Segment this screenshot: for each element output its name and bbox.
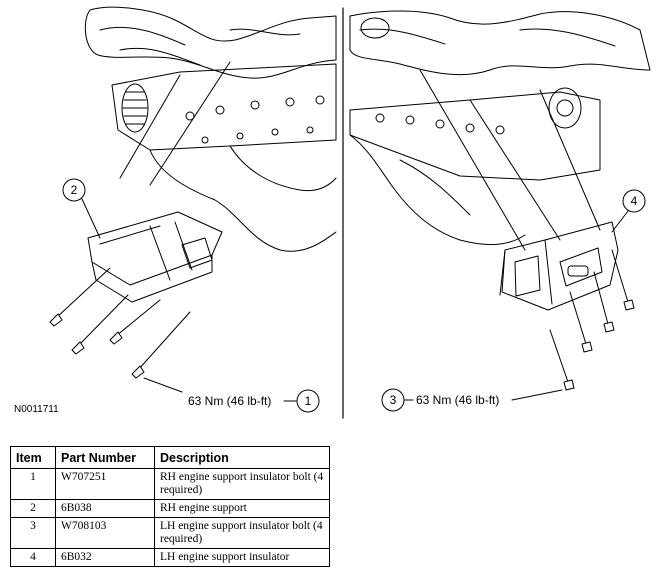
column-header-item: Item — [10, 446, 56, 469]
callout-2-circle — [62, 178, 86, 202]
item-number: 1 — [10, 468, 56, 500]
engine-support-diagram: 2 63 Nm (46 lb-ft) 1 — [49, 6, 651, 419]
part-number: W707251 — [55, 468, 155, 500]
callout-2-number: 2 — [71, 183, 78, 197]
figure-id: N0011711 — [14, 404, 59, 415]
part-number: W708103 — [55, 517, 155, 549]
callout-4-number: 4 — [631, 194, 638, 208]
callout-1-number: 1 — [305, 394, 312, 408]
callout-3-number: 3 — [390, 393, 397, 407]
item-number: 4 — [10, 548, 56, 567]
parts-legend-table: Item Part Number Description 1 W707251 R… — [10, 446, 330, 567]
callout-3-circle — [381, 388, 405, 412]
table-row: 1 W707251 RH engine support insulator bo… — [10, 468, 330, 500]
item-number: 3 — [10, 517, 56, 549]
part-description: RH engine support — [154, 499, 330, 518]
lh-engine-view: 4 3 63 Nm (46 lb-ft) — [349, 10, 651, 412]
part-description: LH engine support insulator bolt (4 requ… — [154, 517, 330, 549]
table-header-row: Item Part Number Description — [10, 446, 330, 469]
column-header-description: Description — [154, 446, 330, 469]
table-row: 2 6B038 RH engine support — [10, 499, 330, 518]
part-number: 6B032 — [55, 548, 155, 567]
rh-engine-view: 2 63 Nm (46 lb-ft) 1 — [49, 6, 337, 413]
table-row: 3 W708103 LH engine support insulator bo… — [10, 517, 330, 549]
callout-1-circle — [296, 389, 320, 413]
column-header-part-number: Part Number — [55, 446, 155, 469]
part-number: 6B038 — [55, 499, 155, 518]
callout-3-torque: 63 Nm (46 lb-ft) — [416, 393, 499, 407]
callout-4-circle — [622, 189, 646, 213]
lh-engine-support-insulator — [499, 221, 619, 311]
rh-engine-support — [87, 211, 223, 303]
part-description: LH engine support insulator — [154, 548, 330, 567]
callout-1-torque: 63 Nm (46 lb-ft) — [188, 394, 271, 408]
lh-insulator-bolts — [549, 249, 635, 391]
item-number: 2 — [10, 499, 56, 518]
rh-insulator-bolts — [49, 267, 191, 379]
part-description: RH engine support insulator bolt (4 requ… — [154, 468, 330, 500]
table-row: 4 6B032 LH engine support insulator — [10, 548, 330, 567]
